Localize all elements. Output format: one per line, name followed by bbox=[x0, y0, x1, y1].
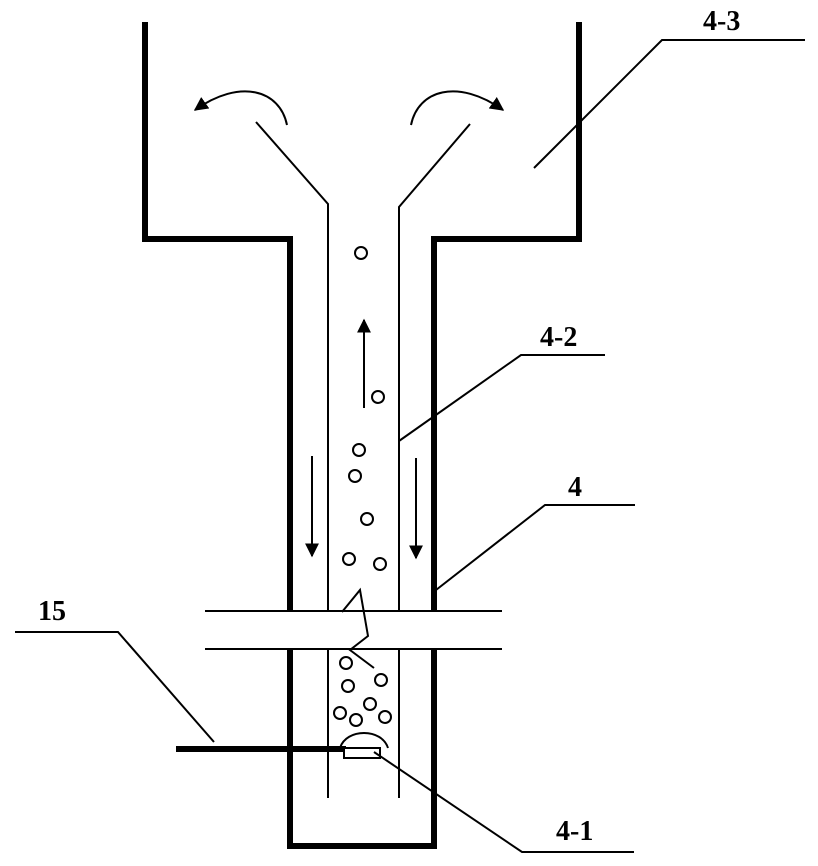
inner-tube-right bbox=[398, 123, 471, 612]
bubble bbox=[354, 246, 368, 260]
label-nozzle: 4-1 bbox=[556, 816, 594, 847]
nozzle-dome bbox=[339, 732, 389, 749]
label-pipe: 15 bbox=[38, 596, 66, 627]
bubble bbox=[373, 557, 387, 571]
bubble bbox=[341, 679, 355, 693]
bubble bbox=[374, 673, 388, 687]
leader-15 bbox=[15, 631, 215, 743]
leader-4 bbox=[435, 504, 635, 591]
bubble bbox=[378, 710, 392, 724]
curved-arrow-right bbox=[410, 90, 505, 126]
label-outer-tube: 4 bbox=[568, 472, 582, 503]
bubble bbox=[348, 469, 362, 483]
leader-4-3 bbox=[533, 39, 805, 169]
outer-vessel-right-wall bbox=[431, 22, 582, 612]
outer-vessel-left-wall bbox=[142, 22, 293, 612]
bubble bbox=[339, 656, 353, 670]
bubble bbox=[363, 697, 377, 711]
bubble bbox=[342, 552, 356, 566]
inner-tube-left bbox=[255, 121, 329, 612]
label-inner-tube: 4-2 bbox=[540, 322, 578, 353]
label-top-basin: 4-3 bbox=[703, 6, 741, 37]
bubble bbox=[333, 706, 347, 720]
curved-arrow-left bbox=[193, 90, 288, 126]
bubbles bbox=[333, 246, 392, 727]
bubble bbox=[349, 713, 363, 727]
bubble bbox=[371, 390, 385, 404]
break-zigzag bbox=[341, 587, 375, 669]
bubble bbox=[352, 443, 366, 457]
leader-4-2 bbox=[398, 354, 605, 442]
leader-4-1 bbox=[373, 751, 634, 853]
nozzle-base bbox=[343, 747, 381, 759]
bubble bbox=[360, 512, 374, 526]
